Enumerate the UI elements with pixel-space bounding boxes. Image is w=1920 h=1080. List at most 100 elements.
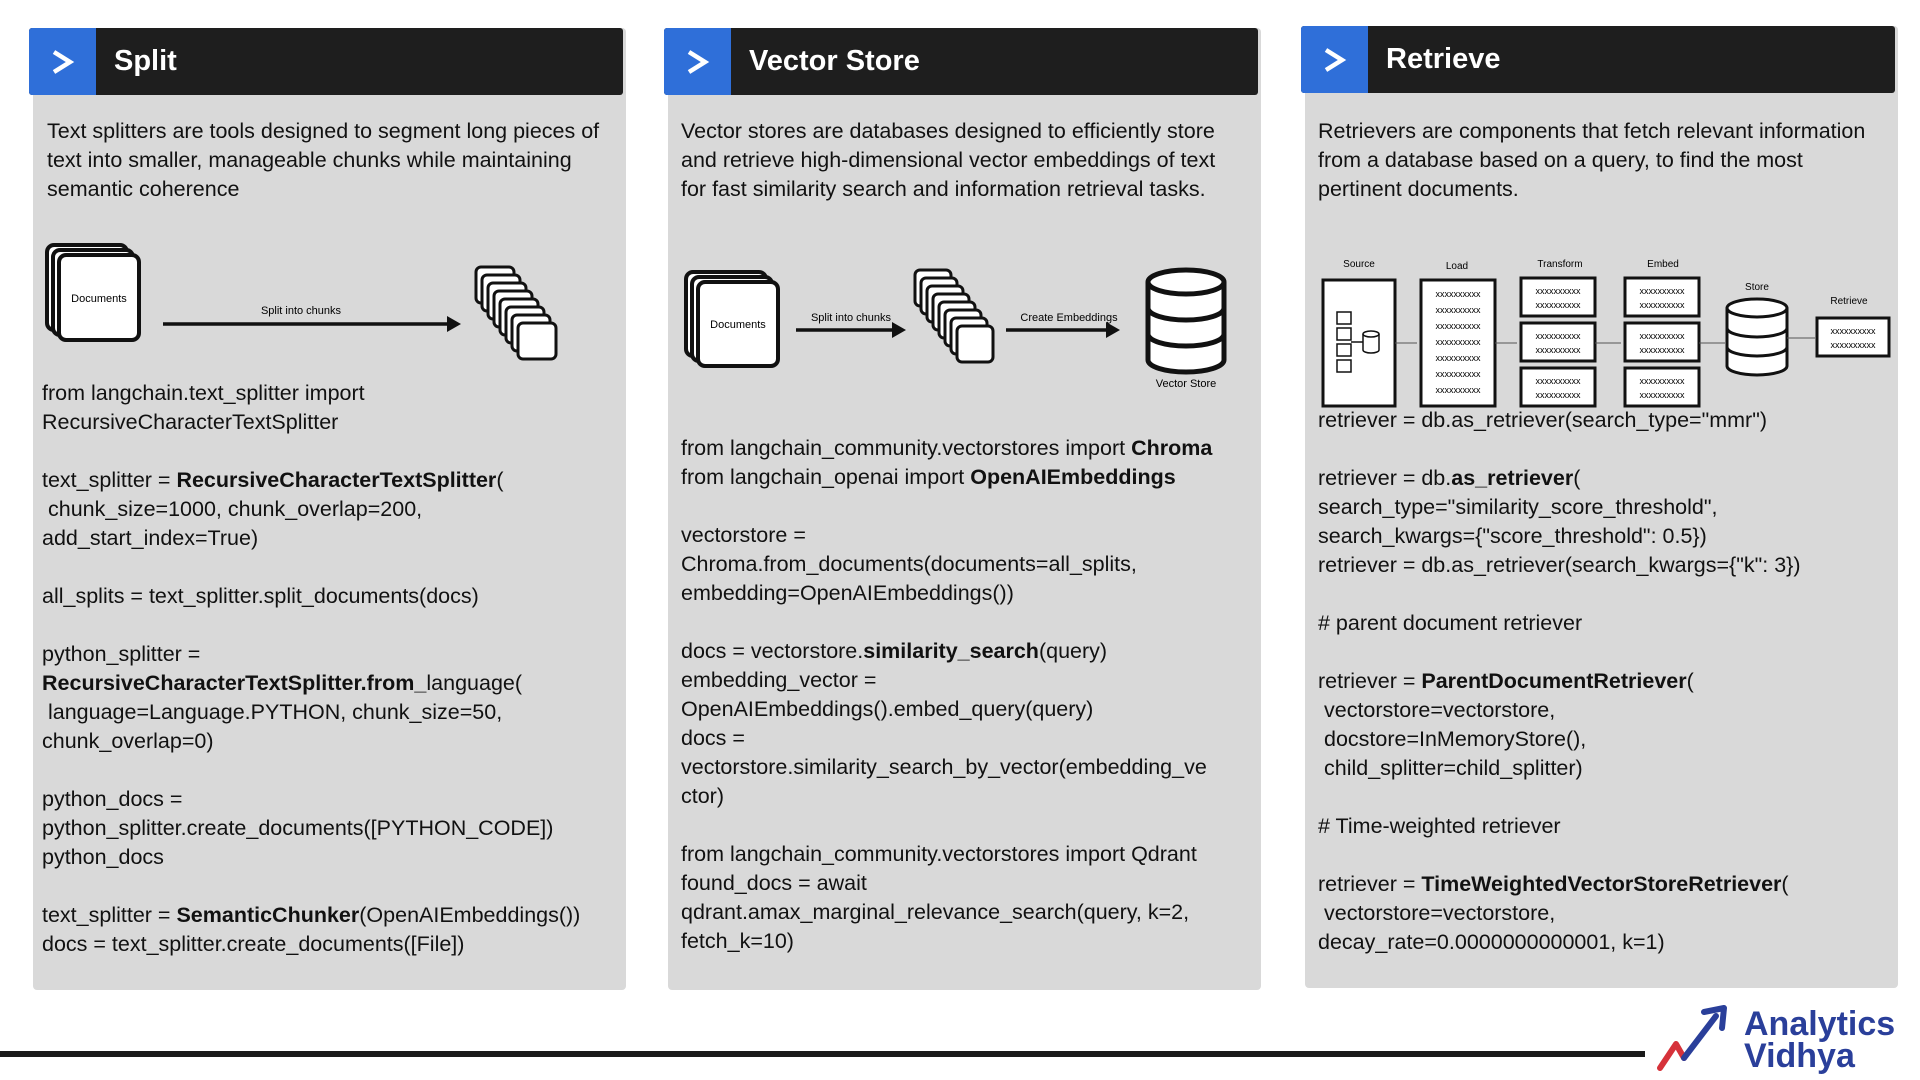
source-label: Source (1343, 259, 1375, 270)
svg-text:xxxxxxxxxx: xxxxxxxxxx (1640, 331, 1686, 341)
code-line (42, 872, 622, 901)
split-arrow-label: Split into chunks (811, 312, 892, 324)
code-line: search_kwargs={"score_threshold": 0.5}) (1318, 522, 1898, 551)
code-line: # Time-weighted retriever (1318, 812, 1898, 841)
retrieve-header: Retrieve (1301, 26, 1895, 93)
code-line: OpenAIEmbeddings().embed_query(query) (681, 695, 1261, 724)
code-text: chunk_size=1000, chunk_overlap=200, (42, 497, 423, 521)
trend-arrow-icon (1657, 1005, 1727, 1071)
embed-label: Embed (1647, 259, 1679, 270)
load-box: xxxxxxxxxx xxxxxxxxxx xxxxxxxxxx xxxxxxx… (1419, 278, 1497, 408)
retrieve-box: xxxxxxxxxx xxxxxxxxxx (1815, 316, 1891, 358)
svg-text:xxxxxxxxxx: xxxxxxxxxx (1436, 321, 1482, 331)
svg-text:xxxxxxxxxx: xxxxxxxxxx (1536, 376, 1582, 386)
analytics-vidhya-logo: Analytics Vidhya (1656, 1004, 1916, 1076)
code-line: from langchain_community.vectorstores im… (681, 840, 1261, 869)
code-line: python_docs = (42, 785, 622, 814)
code-text: vectorstore.similarity_search_by_vector(… (681, 755, 1207, 779)
code-line: add_start_index=True) (42, 524, 622, 553)
split-arrow-label: Split into chunks (261, 305, 342, 317)
code-text: decay_rate=0.0000000000001, k=1) (1318, 930, 1665, 954)
code-keyword: as_retriever (1451, 466, 1574, 490)
code-line: retriever = db.as_retriever(search_kwarg… (1318, 551, 1898, 580)
code-text: child_splitter=child_splitter) (1318, 756, 1583, 780)
code-text: embedding=OpenAIEmbeddings()) (681, 581, 1014, 605)
code-text: python_splitter.create_documents([PYTHON… (42, 816, 554, 840)
code-line (1318, 783, 1898, 812)
retrieve-panel: Retrieve Retrievers are components that … (1301, 26, 1898, 988)
code-text: fetch_k=10) (681, 929, 794, 953)
load-label: Load (1446, 261, 1468, 272)
code-line: Chroma.from_documents(documents=all_spli… (681, 550, 1261, 579)
code-text: Chroma.from_documents(documents=all_spli… (681, 552, 1137, 576)
vector-store-header: Vector Store (664, 28, 1258, 95)
code-text: search_kwargs={"score_threshold": 0.5}) (1318, 524, 1707, 548)
code-line: docstore=InMemoryStore(), (1318, 725, 1898, 754)
code-text: # Time-weighted retriever (1318, 814, 1561, 838)
code-line: docs = text_splitter.create_documents([F… (42, 930, 622, 959)
code-line: docs = (681, 724, 1261, 753)
code-text: retriever = db.as_retriever(search_kwarg… (1318, 553, 1801, 577)
code-text: all_splits = text_splitter.split_documen… (42, 584, 479, 608)
code-text: python_splitter = (42, 642, 201, 666)
vector-store-code: from langchain_community.vectorstores im… (681, 434, 1261, 956)
svg-text:xxxxxxxxxx: xxxxxxxxxx (1640, 390, 1686, 400)
code-text: ( (1781, 872, 1789, 896)
code-line: search_type="similarity_score_threshold"… (1318, 493, 1898, 522)
code-line: RecursiveCharacterTextSplitter.from_lang… (42, 669, 622, 698)
code-line: qdrant.amax_marginal_relevance_search(qu… (681, 898, 1261, 927)
footer-divider (0, 1051, 1645, 1057)
code-line (42, 437, 622, 466)
chunks-stack-icon (474, 265, 558, 361)
panel-intro: Vector stores are databases designed to … (681, 119, 1216, 201)
code-line (1318, 435, 1898, 464)
split-diagram: Documents Split into chunks (33, 233, 626, 373)
code-text: text_splitter = (42, 903, 177, 927)
code-keyword: TimeWeightedVectorStoreRetriever (1421, 872, 1782, 896)
code-keyword: OpenAIEmbeddings (970, 465, 1176, 489)
code-line: embedding=OpenAIEmbeddings()) (681, 579, 1261, 608)
brand-name-line2: Vidhya (1744, 1037, 1855, 1075)
code-line: found_docs = await (681, 869, 1261, 898)
code-text: docs = vectorstore. (681, 639, 864, 663)
vector-store-panel: Vector Store Vector stores are databases… (664, 28, 1261, 990)
code-line: python_splitter.create_documents([PYTHON… (42, 814, 622, 843)
code-text: retriever = (1318, 669, 1422, 693)
code-line: from langchain_community.vectorstores im… (681, 434, 1261, 463)
store-label: Store (1745, 282, 1769, 293)
documents-stack-icon: Documents (684, 270, 780, 368)
svg-text:xxxxxxxxxx: xxxxxxxxxx (1536, 390, 1582, 400)
svg-text:xxxxxxxxxx: xxxxxxxxxx (1640, 286, 1686, 296)
split-header: Split (29, 28, 623, 95)
code-text: ( (496, 468, 504, 492)
documents-label: Documents (71, 293, 127, 305)
code-line (42, 611, 622, 640)
code-text: docs = (681, 726, 745, 750)
svg-text:xxxxxxxxxx: xxxxxxxxxx (1640, 376, 1686, 386)
documents-label: Documents (710, 319, 766, 331)
embed-boxes: xxxxxxxxxx xxxxxxxxxx xxxxxxxxxx xxxxxxx… (1623, 276, 1701, 408)
code-line: fetch_k=10) (681, 927, 1261, 956)
code-text: embedding_vector = (681, 668, 877, 692)
code-keyword: ParentDocumentRetriever (1421, 669, 1687, 693)
code-line (1318, 580, 1898, 609)
code-text: # parent document retriever (1318, 611, 1583, 635)
svg-text:xxxxxxxxxx: xxxxxxxxxx (1536, 345, 1582, 355)
brand-name-line1: Analytics (1744, 1005, 1896, 1043)
code-text: from langchain_community.vectorstores im… (681, 436, 1132, 460)
panel-title: Split (114, 45, 177, 77)
svg-text:xxxxxxxxxx: xxxxxxxxxx (1436, 305, 1482, 315)
code-line (681, 811, 1261, 840)
code-line: language=Language.PYTHON, chunk_size=50, (42, 698, 622, 727)
code-text: text_splitter = (42, 468, 177, 492)
code-line (1318, 638, 1898, 667)
code-line (681, 608, 1261, 637)
panel-title: Retrieve (1386, 43, 1501, 75)
code-text: RecursiveCharacterTextSplitter (42, 410, 339, 434)
svg-text:xxxxxxxxxx: xxxxxxxxxx (1640, 345, 1686, 355)
chevron-right-icon (664, 28, 731, 95)
code-text: docs = text_splitter.create_documents([F… (42, 932, 465, 956)
code-keyword: SemanticChunker (176, 903, 360, 927)
code-text: python_docs = (42, 787, 183, 811)
code-text: vectorstore = (681, 523, 806, 547)
